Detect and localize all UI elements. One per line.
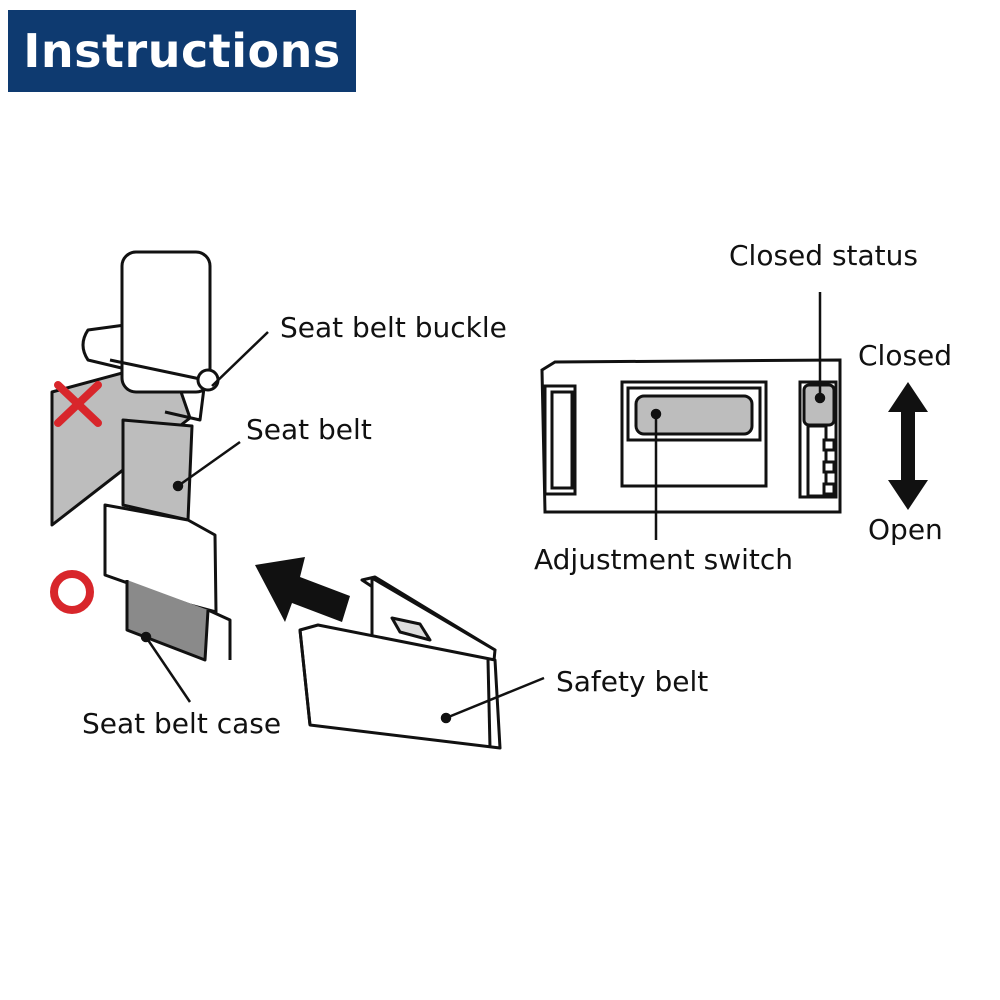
insert-arrow-icon bbox=[255, 557, 350, 622]
label-closed-status: Closed status bbox=[729, 239, 918, 272]
leader-safety-belt bbox=[445, 676, 545, 720]
page-title: Instructions bbox=[23, 24, 341, 78]
label-seat-belt: Seat belt bbox=[246, 413, 372, 446]
label-open: Open bbox=[868, 513, 943, 546]
leader-seat-belt bbox=[177, 440, 241, 488]
label-seat-belt-case: Seat belt case bbox=[82, 707, 282, 740]
correct-o-icon bbox=[50, 570, 94, 614]
seat-belt-illustration bbox=[50, 250, 232, 662]
leader-seat-belt-buckle bbox=[211, 331, 269, 387]
label-seat-belt-buckle: Seat belt buckle bbox=[280, 311, 507, 344]
label-closed: Closed bbox=[858, 339, 953, 372]
seat-belt-vertical bbox=[121, 418, 194, 522]
adjuster-illustration bbox=[540, 358, 842, 514]
open-closed-arrow-icon bbox=[888, 382, 928, 510]
label-adjustment-switch: Adjustment switch bbox=[534, 543, 794, 576]
label-safety-belt: Safety belt bbox=[556, 665, 709, 698]
adjustment-switch bbox=[634, 394, 754, 436]
safety-belt-illustration bbox=[298, 575, 502, 750]
seat-belt-buckle bbox=[120, 250, 212, 394]
leader-seat-belt-case bbox=[144, 636, 192, 703]
title-banner: Instructions bbox=[8, 10, 356, 92]
wrong-x-icon bbox=[54, 381, 102, 427]
